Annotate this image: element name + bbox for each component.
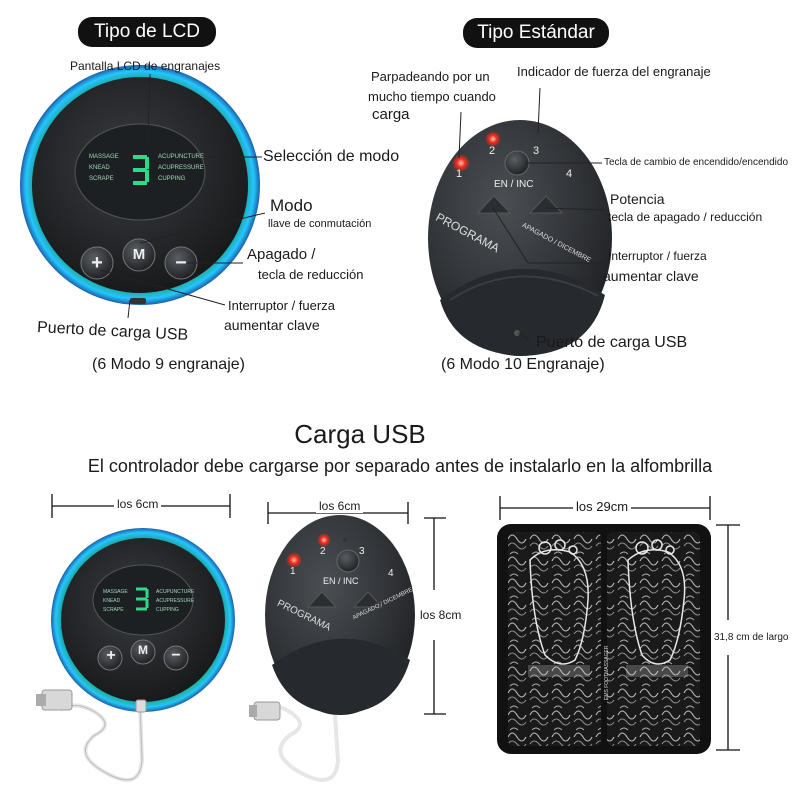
- screen-mode-label: KNEAD: [103, 598, 121, 604]
- screen-mode-label: CUPPING: [158, 176, 186, 182]
- mat-height-dimension: 31,8 cm de largo: [712, 632, 791, 643]
- screen-mode-label: ACUPUNCTURE: [158, 154, 205, 160]
- lcd-off-label-line1: Apagado /: [247, 246, 316, 263]
- screen-mode-label: MASSAGE: [103, 589, 128, 595]
- usb-charging-title: Carga USB: [294, 419, 426, 449]
- blink-label-line3: carga: [372, 106, 410, 123]
- plus-button-label: +: [106, 647, 116, 664]
- lcd-device-top: [20, 65, 260, 305]
- mode-button-label: M: [138, 643, 148, 657]
- minus-button-label: −: [175, 252, 187, 274]
- led-number: 4: [566, 168, 573, 180]
- plus-button-label: +: [91, 252, 103, 274]
- std-increase-label-line2: aumentar clave: [603, 268, 699, 284]
- on-inc-label: EN / INC: [323, 576, 359, 586]
- led-number: 2: [320, 546, 326, 557]
- lcd-gear-display-label: Pantalla LCD de engranajes: [70, 59, 221, 73]
- mode-button-label: M: [132, 246, 146, 263]
- screen-mode-label: ACUPRESSURE: [156, 598, 195, 604]
- std-mode-caption: (6 Modo 10 Engranaje): [441, 356, 605, 373]
- blink-label-line2: mucho tiempo cuando: [368, 89, 496, 104]
- mode-switch-title: Modo: [270, 196, 313, 215]
- minus-button-label: −: [171, 647, 181, 664]
- usb-charging-subtitle: El controlador debe cargarse por separad…: [87, 456, 713, 476]
- lcd-screen-left-modes: MASSAGE KNEAD SCRAPE: [103, 588, 128, 615]
- blink-label-line1: Parpadeando por un: [371, 69, 490, 84]
- screen-mode-label: CUPPING: [156, 607, 179, 613]
- lcd-increase-label-line2: aumentar clave: [224, 317, 320, 333]
- standard-device-bottom: [249, 515, 415, 782]
- gear-indicator-label: Indicador de fuerza del engranaje: [517, 64, 711, 79]
- std-width-dimension: los 6cm: [316, 499, 364, 513]
- on-inc-label: EN / INC: [494, 179, 534, 190]
- std-usb-port-label: Puerto de carga USB: [536, 334, 688, 351]
- power-subtitle-label: tecla de apagado / reducción: [608, 210, 763, 224]
- led-number: 4: [388, 568, 394, 579]
- lcd-type-title: Tipo de LCD: [78, 17, 216, 47]
- standard-device-top: [428, 120, 612, 356]
- standard-type-title: Tipo Estándar: [463, 18, 609, 48]
- std-increase-label-line1: Interruptor / fuerza: [608, 249, 707, 263]
- mat-width-dimension: los 29cm: [573, 499, 632, 514]
- led-number: 3: [359, 546, 365, 557]
- screen-mode-label: ACUPUNCTURE: [156, 589, 195, 595]
- led-number: 3: [533, 145, 540, 157]
- led-number: 1: [290, 566, 296, 577]
- lcd-screen-right-modes: ACUPUNCTURE ACUPRESSURE CUPPING: [156, 588, 194, 615]
- power-toggle-label: Tecla de cambio de encendido/encendido: [604, 157, 789, 168]
- lcd-screen-left-modes: MASSAGE KNEAD SCRAPE: [89, 152, 119, 185]
- screen-mode-label: SCRAPE: [103, 607, 124, 613]
- foot-mat: [497, 524, 711, 754]
- mat-brand-label: EMS FOOTMASSAGER: [604, 645, 610, 700]
- mode-switch-subtitle: llave de conmutación: [268, 218, 372, 230]
- lcd-off-label-line2: tecla de reducción: [258, 267, 364, 282]
- lcd-increase-label-line1: Interruptor / fuerza: [228, 298, 335, 313]
- led-number: 2: [489, 145, 496, 157]
- mode-selection-label: Selección de modo: [263, 148, 400, 165]
- leader-lines-top: [99, 73, 606, 341]
- lcd-screen-right-modes: ACUPUNCTURE ACUPRESSURE CUPPING: [158, 152, 204, 185]
- power-title-label: Potencia: [610, 191, 665, 207]
- screen-mode-label: SCRAPE: [89, 176, 114, 182]
- screen-mode-label: ACUPRESSURE: [158, 165, 204, 171]
- led-number: 1: [456, 168, 463, 180]
- screen-mode-label: MASSAGE: [89, 154, 119, 160]
- screen-mode-label: KNEAD: [89, 165, 110, 171]
- std-height-dimension: los 8cm: [418, 608, 464, 622]
- lcd-device-bottom: [36, 528, 235, 782]
- lcd-width-dimension: los 6cm: [114, 497, 162, 511]
- lcd-mode-caption: (6 Modo 9 engranaje): [92, 356, 245, 373]
